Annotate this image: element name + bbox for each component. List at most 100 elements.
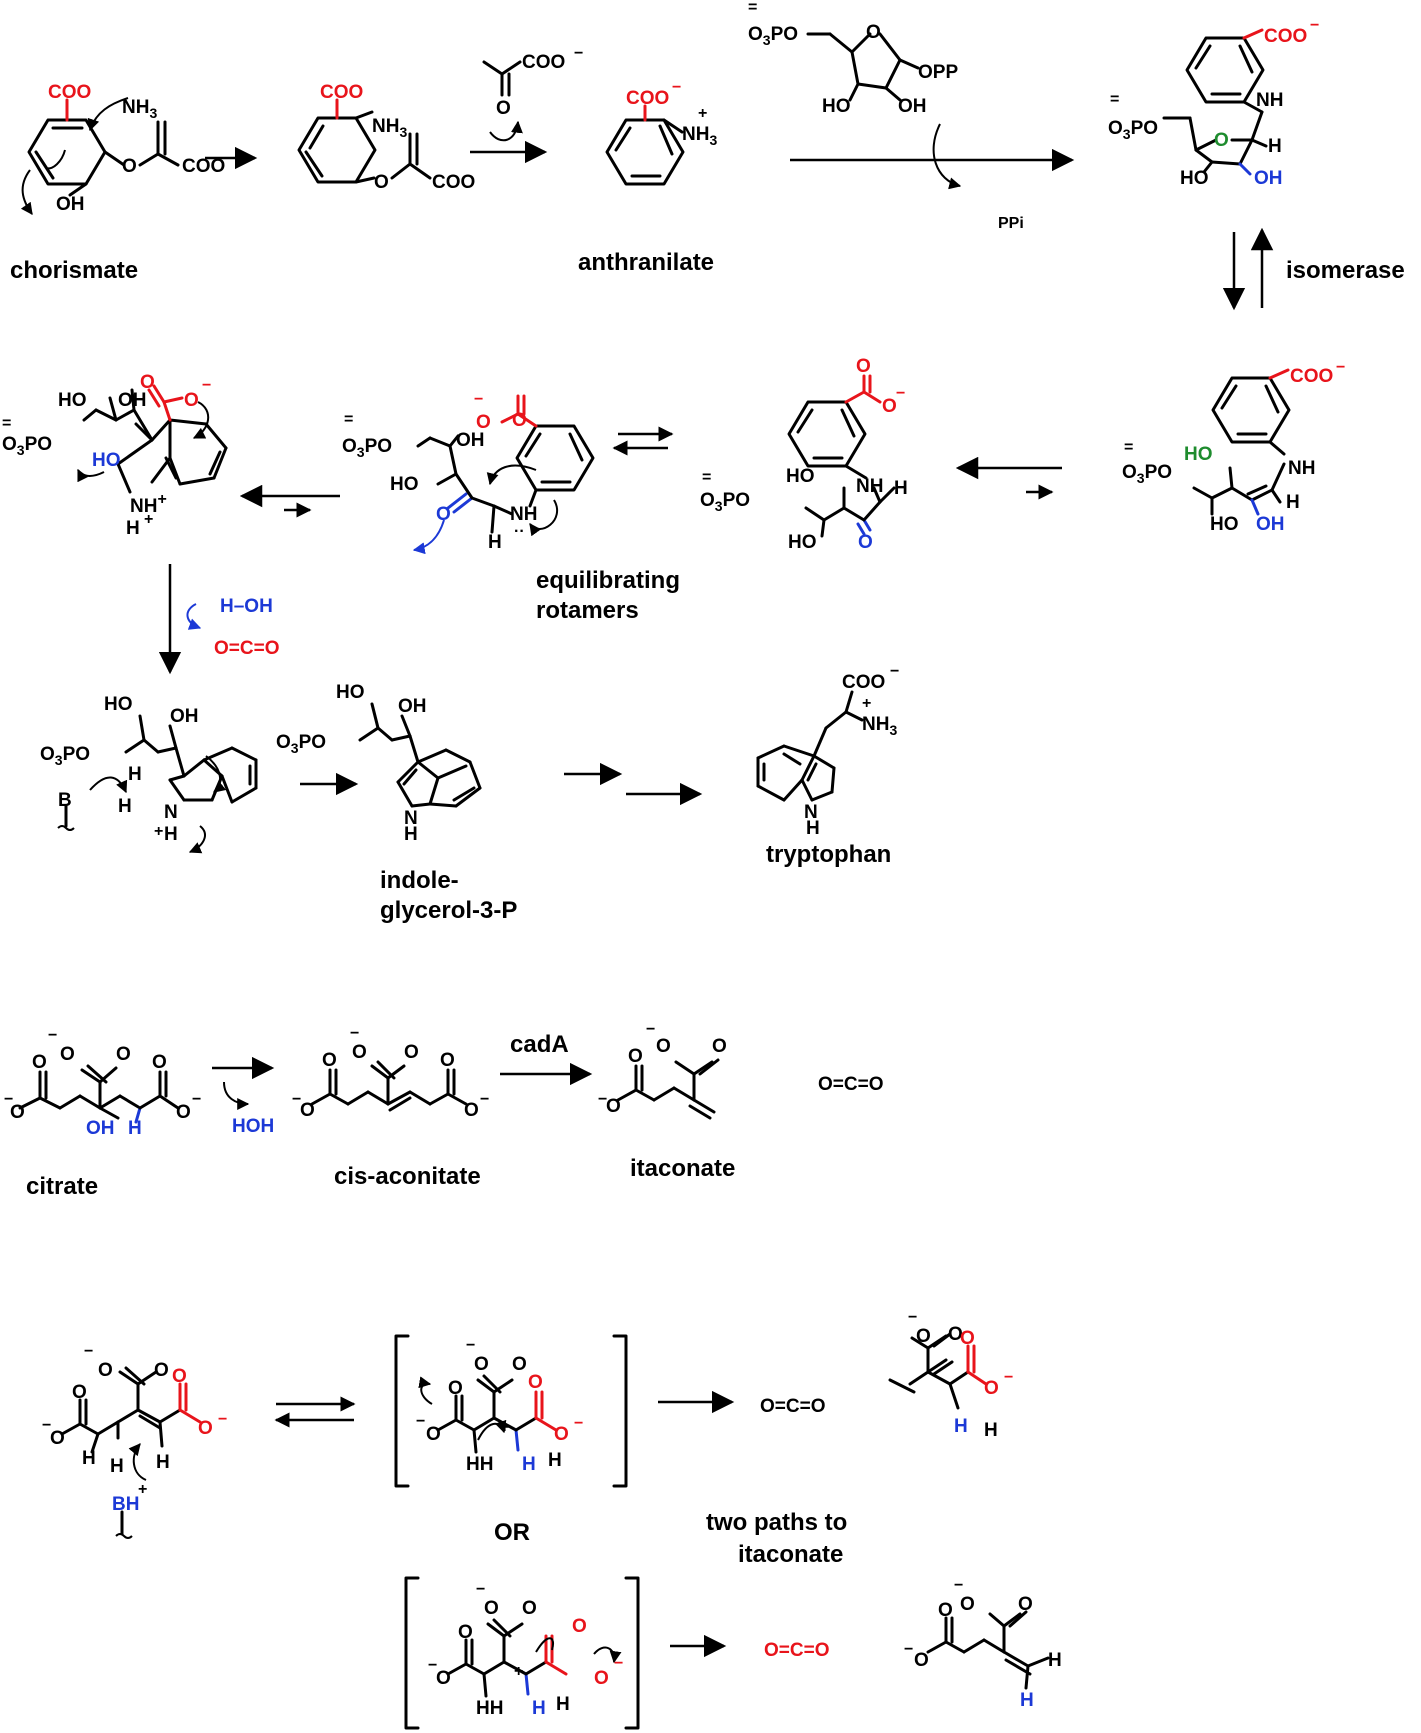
o-label: O xyxy=(512,1354,527,1375)
h-label: H xyxy=(806,818,820,839)
minus-charge: − xyxy=(416,1413,425,1430)
h-label: H xyxy=(82,1448,96,1469)
minus-charge: − xyxy=(1004,1369,1013,1386)
label-two-paths-to: two paths to xyxy=(706,1509,847,1536)
h-oh-label: H–OH xyxy=(220,596,273,617)
label-itaconate-b: itaconate xyxy=(738,1541,843,1568)
keto-o-label: O xyxy=(858,532,873,553)
o-label: O xyxy=(458,1622,473,1643)
ring-o-label: O xyxy=(866,22,881,43)
plus-charge: + xyxy=(698,105,707,122)
o-label: O xyxy=(984,1378,999,1399)
minus-charge: − xyxy=(672,79,681,96)
plus-charge: + xyxy=(138,1481,147,1498)
oh-label: OH xyxy=(1256,514,1285,535)
co2-label: O=C=O xyxy=(818,1074,883,1095)
o-label: O xyxy=(152,1052,167,1073)
coo-label: COO xyxy=(522,52,565,73)
label-indole: indole- xyxy=(380,867,459,894)
h-label: H xyxy=(522,1454,536,1475)
o-label: O xyxy=(628,1046,643,1067)
tryptophan-structure xyxy=(756,690,864,802)
h-label: H xyxy=(164,824,178,845)
o-label: O xyxy=(606,1096,621,1117)
o3po-label: O3PO xyxy=(342,436,392,460)
co2-label: O=C=O xyxy=(764,1640,829,1661)
h-label: H xyxy=(548,1450,562,1471)
o-label: O xyxy=(116,1044,131,1065)
coo-label: COO xyxy=(432,172,475,193)
o-label: O xyxy=(154,1360,169,1381)
label-tryptophan: tryptophan xyxy=(766,841,891,868)
ho-label: HO xyxy=(92,450,121,471)
ho-label: HO xyxy=(788,532,817,553)
o-label: O xyxy=(522,1598,537,1619)
opp-label: OPP xyxy=(918,62,958,83)
n-label: N xyxy=(404,808,418,829)
minus-charge: − xyxy=(48,1027,57,1044)
h-label: H xyxy=(532,1698,546,1719)
minus-charge: − xyxy=(1336,359,1345,376)
minus-charge: − xyxy=(598,1091,607,1108)
base-label: B xyxy=(58,790,72,811)
o-label: O xyxy=(572,1616,587,1637)
o-label: O xyxy=(1018,1594,1033,1615)
prpp-ribose-structure xyxy=(806,32,920,102)
minus-charge: − xyxy=(904,1641,913,1658)
o-label: O xyxy=(448,1378,463,1399)
o3po-label: O3PO xyxy=(2,434,52,458)
coo-label: COO xyxy=(48,82,91,103)
h-label: H xyxy=(118,796,132,817)
carbocation-path-a xyxy=(394,1334,628,1488)
minus-charge: − xyxy=(84,1343,93,1360)
h-label: H xyxy=(1020,1690,1034,1711)
minus-charge: − xyxy=(614,1655,623,1672)
o-label: O xyxy=(496,98,511,119)
o-label: O xyxy=(300,1100,315,1121)
h-label: H xyxy=(556,1694,570,1715)
oh-label: OH xyxy=(86,1118,115,1139)
o-label: O xyxy=(72,1382,87,1403)
o3po-label: O3PO xyxy=(748,24,798,48)
minus-charge: − xyxy=(890,663,899,680)
coo-label: COO xyxy=(626,88,669,109)
dianion-mark: = xyxy=(702,469,711,486)
label-glycerol-3-p: glycerol-3-P xyxy=(380,897,517,924)
nh-label: N xyxy=(804,802,818,823)
o-label: O xyxy=(140,372,155,393)
bh-label: BH xyxy=(112,1494,139,1515)
o-label: O xyxy=(322,1050,337,1071)
indoleninium-structure xyxy=(57,714,258,854)
oh-label: OH xyxy=(398,696,427,717)
dianion-mark: = xyxy=(1124,439,1133,456)
o-label: O xyxy=(474,1354,489,1375)
nh-label: NH xyxy=(1256,90,1283,111)
o3po-label: O3PO xyxy=(1108,118,1158,142)
rotamer-structure xyxy=(412,394,595,555)
dianion-mark: = xyxy=(748,0,757,16)
amino-intermediate-structure xyxy=(297,98,432,184)
o-label: O xyxy=(426,1424,441,1445)
plus-charge: + xyxy=(862,695,871,712)
chorismate-structure xyxy=(20,97,180,215)
o-label: O xyxy=(916,1326,931,1347)
label-citrate: citrate xyxy=(26,1173,98,1200)
h-label: H xyxy=(156,1452,170,1473)
nh3-label: NH3 xyxy=(862,714,897,738)
coo-label: COO xyxy=(320,82,363,103)
o-label: O xyxy=(352,1042,367,1063)
nh-label: NH xyxy=(1288,458,1315,479)
plus-charge: + xyxy=(514,1663,523,1680)
o-label: O xyxy=(528,1372,543,1393)
minus-charge: − xyxy=(202,377,211,394)
igp-structure xyxy=(358,702,482,808)
ho-label: HO xyxy=(336,682,365,703)
minus-charge: − xyxy=(292,1091,301,1108)
cis-aconitate-structure xyxy=(310,1060,468,1112)
oh-label: OH xyxy=(56,194,85,215)
ho-label: HO xyxy=(822,96,851,117)
o-label: O xyxy=(198,1418,213,1439)
o-label: O xyxy=(10,1102,25,1123)
ether-o-label: O xyxy=(374,172,389,193)
